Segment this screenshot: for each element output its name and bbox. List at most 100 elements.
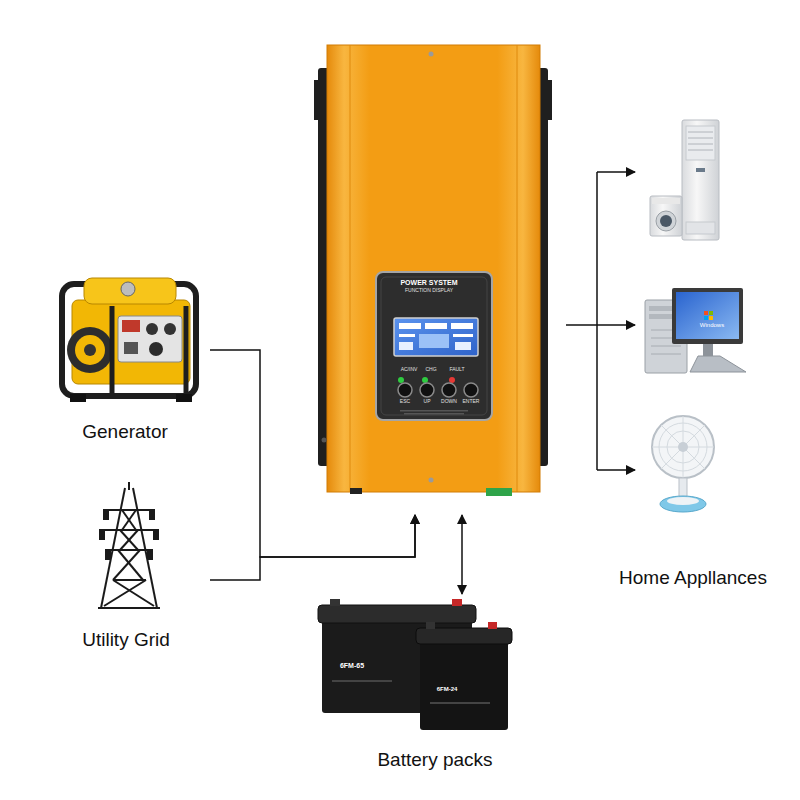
appliance-illustrations-part: [676, 292, 739, 339]
pylon-illustration-part: [100, 530, 104, 539]
appliance-illustrations-part: [688, 150, 713, 151]
inverter-illustration-part: [399, 323, 473, 350]
inverter-illustration-part-part: [399, 342, 413, 350]
button-label: UP: [424, 399, 431, 405]
button-label: ENTER: [463, 399, 480, 405]
pylon-illustration-part: [154, 530, 158, 539]
generator-illustration-part: [146, 323, 158, 335]
inverter-illustration-part-part: [404, 413, 464, 415]
brand-text: POWER SYSTEM: [400, 279, 457, 287]
appliance-illustrations-part: [652, 416, 714, 478]
pylon-illustration-part: [128, 482, 130, 490]
inverter-illustration-part: [517, 45, 518, 492]
connector-line: [597, 171, 635, 173]
connector: [210, 515, 415, 580]
pylon-illustration-part: [102, 529, 156, 531]
generator-illustration-part: [124, 342, 138, 354]
generator-illustration-part: [176, 394, 192, 402]
appliance-illustrations-part: [690, 356, 746, 372]
inverter-illustration-part: [350, 45, 351, 492]
pylon-illustration-part: [113, 580, 154, 606]
inverter-illustration-part: [449, 377, 455, 383]
grid-node: Utility Grid: [55, 478, 210, 658]
appliance-illustrations-part: [656, 211, 676, 231]
generator-illustration: [62, 278, 196, 402]
pylon-illustration-part: [106, 550, 110, 559]
generator-illustration-part: [67, 327, 113, 373]
battery-illustration-part: [416, 628, 512, 644]
appliance-illustrations-part: [672, 288, 743, 344]
battery-illustration-part: [426, 622, 435, 629]
pylon-illustration-part: [104, 580, 146, 606]
appliance-illustrations-part: [709, 311, 713, 315]
pylon-illustration-part: [122, 510, 136, 530]
connector: [462, 515, 463, 594]
appliance-illustrations-part: [709, 316, 713, 320]
inverter-illustration-part: [398, 377, 404, 383]
appliances-node: Home Appllances: [637, 110, 777, 600]
inverter-illustration-part-part: [455, 342, 471, 350]
inverter-illustration-part: [420, 383, 434, 397]
appliance-illustrations-part: [660, 215, 672, 227]
connector-line: [597, 469, 635, 471]
generator-illustration-part: [121, 282, 135, 296]
generator-illustration-part: [164, 323, 176, 335]
screen-text: Windows: [700, 322, 724, 329]
node-label: Battery packs: [377, 749, 492, 771]
inverter-illustration-part: [322, 438, 327, 443]
battery-node: Battery packs 6FM-65 6FM-24: [315, 598, 515, 778]
appliance-illustrations-part: [650, 196, 682, 236]
generator-node: Generator: [50, 262, 210, 447]
appliance-illustrations-part: [696, 168, 705, 172]
appliance-illustrations-part: [661, 425, 705, 469]
appliance-illustrations-part: [686, 126, 715, 160]
appliance-illustrations-part: [667, 497, 699, 505]
connector: [566, 172, 635, 470]
appliance-illustrations-part: [688, 144, 713, 145]
generator-illustration-part: [75, 335, 105, 365]
inverter-illustration-part: [429, 52, 434, 57]
inverter-illustration-part: [429, 478, 434, 483]
pylon-illustration-part: [104, 510, 108, 519]
pylon-illustration-part: [148, 550, 152, 559]
appliance-illustrations-part: [688, 132, 713, 133]
inverter-illustration-part-part: [451, 323, 473, 329]
appliance-illustrations-part: [661, 425, 705, 469]
battery-illustration-part: [452, 599, 462, 606]
connector-line: [461, 515, 463, 594]
generator-illustration-part: [84, 278, 176, 304]
generator-illustration-part: [70, 394, 86, 402]
battery-illustration-part: [430, 702, 490, 704]
inverter-illustration-part-part: [400, 410, 468, 412]
pylon-illustration-part: [120, 530, 138, 550]
generator-illustration-part: [184, 306, 189, 396]
battery-illustration-part: [488, 622, 497, 629]
inverter-illustration-part: [314, 80, 322, 120]
pylon-illustration-part: [150, 510, 154, 519]
pylon-illustration-part: [120, 530, 138, 550]
led-label: CHG: [425, 367, 436, 373]
appliance-illustrations-part: [682, 120, 719, 240]
battery-model: 6FM-24: [437, 686, 458, 693]
appliance-illustrations-part: [686, 222, 715, 234]
pylon-illustration-part: [118, 550, 143, 580]
node-label: Generator: [82, 421, 168, 443]
battery-illustration-part: [332, 680, 392, 682]
appliance-illustrations: [645, 120, 746, 512]
inverter-illustration-part: [400, 410, 468, 415]
battery-illustration-part: [330, 599, 340, 606]
inverter-illustration-part: [381, 277, 487, 415]
panel-subtitle: FUNCTION DISPLAY: [405, 288, 453, 294]
appliance-illustrations-part: [704, 316, 708, 320]
inverter-illustration-part: [486, 488, 512, 496]
appliance-illustrations-part: [704, 311, 708, 315]
inverter-illustration-part-part: [399, 323, 421, 329]
appliance-illustrations-part: [651, 354, 681, 355]
battery-model: 6FM-65: [340, 662, 364, 670]
generator-illustration-part: [149, 342, 163, 356]
pylon-illustration-part: [113, 550, 140, 580]
battery-illustration: [318, 599, 512, 730]
inverter-illustration-part: [442, 383, 456, 397]
generator-illustration-part: [122, 320, 140, 332]
